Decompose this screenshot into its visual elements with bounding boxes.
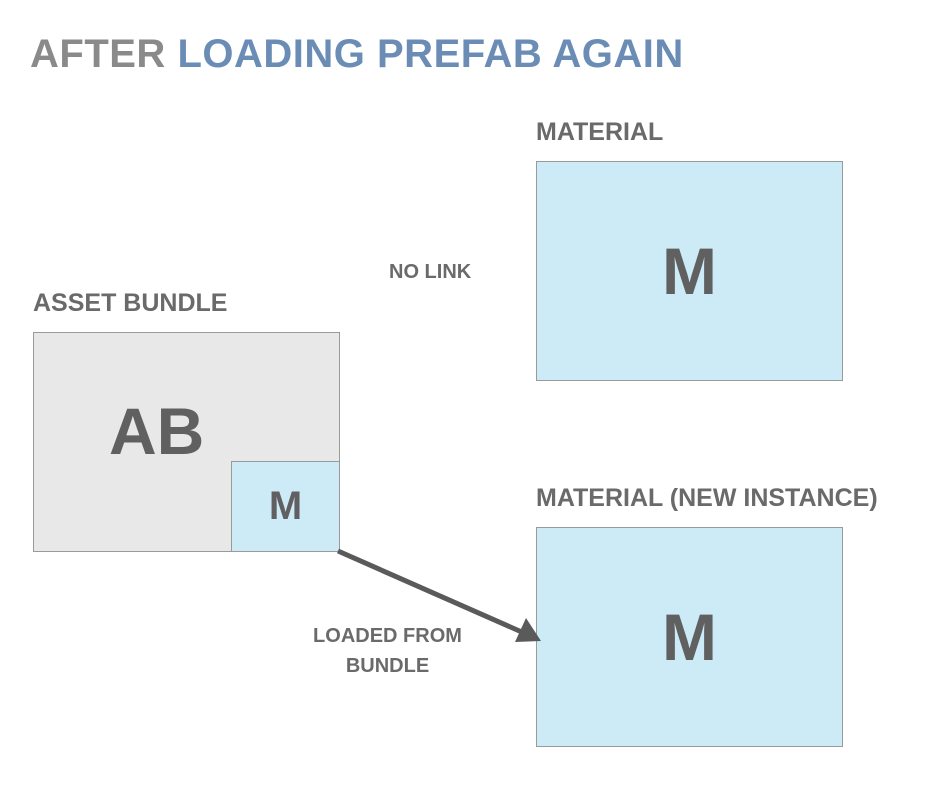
diagram-title: AFTER LOADING PREFAB AGAIN xyxy=(30,30,684,78)
material-label: MATERIAL xyxy=(536,118,664,146)
material-new-instance-label: MATERIAL (NEW INSTANCE) xyxy=(536,484,878,512)
bundled-material-text: M xyxy=(268,484,303,528)
title-loading-prefab-again: LOADING PREFAB AGAIN xyxy=(177,32,684,76)
asset-bundle-text: AB xyxy=(109,394,205,468)
asset-bundle-label: ASSET BUNDLE xyxy=(33,289,228,317)
loaded-label-line2: BUNDLE xyxy=(345,655,430,677)
loaded-from-bundle-label: LOADED FROM BUNDLE xyxy=(300,621,475,681)
material-new-instance-text: M xyxy=(662,600,717,674)
asset-bundle-box: AB xyxy=(33,332,340,552)
bundled-material-box: M xyxy=(231,461,340,552)
no-link-label: NO LINK xyxy=(389,261,472,283)
material-new-instance-box: M xyxy=(536,527,843,747)
title-after: AFTER xyxy=(30,32,166,76)
material-text: M xyxy=(662,234,717,308)
material-box: M xyxy=(536,161,843,381)
loaded-label-line1: LOADED FROM xyxy=(313,625,462,647)
